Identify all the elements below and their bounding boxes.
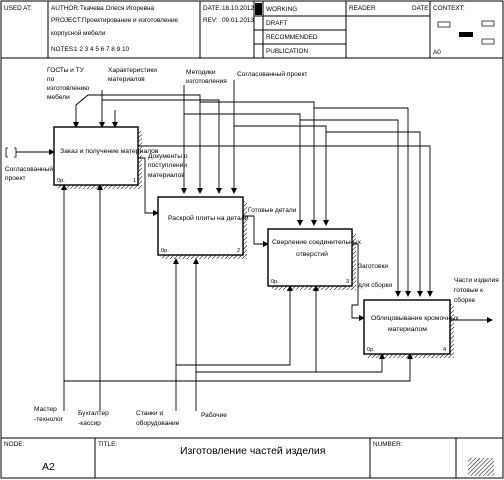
box-2-title: Раскрой плиты на детали bbox=[168, 214, 249, 222]
number-label: NUMBER: bbox=[373, 441, 403, 448]
label-characteristics-1: Характеристики bbox=[108, 67, 157, 74]
arrow-project-box3 bbox=[234, 125, 329, 226]
box-3-cost: 0р. bbox=[271, 279, 279, 285]
box-4-title-line2: материалом bbox=[388, 326, 427, 333]
label-machines-2: оборудование bbox=[136, 419, 180, 427]
arrow-ready-parts bbox=[243, 215, 269, 247]
label-methods-2: изготовления bbox=[186, 78, 227, 85]
notes-value: 1 2 3 4 5 6 7 8 9 10 bbox=[74, 46, 130, 53]
label-accountant-1: Бухгалтер bbox=[78, 410, 109, 417]
label-docs-1: Документы о bbox=[148, 153, 188, 160]
arrow-gost-box2 bbox=[75, 94, 203, 194]
reader-label: READER bbox=[349, 5, 376, 12]
arrows bbox=[16, 80, 493, 411]
arrow-gost-box4 bbox=[314, 107, 411, 297]
box-3-title-line2: отверстий bbox=[296, 250, 328, 258]
arrow-gost-box3 bbox=[200, 101, 317, 226]
arrow-machines-box3 bbox=[176, 285, 293, 366]
working-status-marker bbox=[255, 3, 262, 15]
box-1-title: Заказ и получение материалов bbox=[60, 148, 159, 155]
arrow-characteristics-box2 bbox=[102, 99, 222, 194]
label-master-2: -технолог bbox=[34, 416, 64, 423]
project-value-line2: корпусной мебели bbox=[51, 29, 106, 37]
label-gost-4: мебели bbox=[47, 93, 70, 101]
box-4-cost: 0р. bbox=[367, 347, 375, 353]
project-value-line1: Проектирование и изготовление bbox=[82, 17, 179, 24]
label-docs-2: поступлении bbox=[148, 162, 187, 169]
context-label: CONTEXT: bbox=[433, 5, 465, 12]
label-blanks-2: для сборки bbox=[358, 281, 392, 289]
label-docs-3: материалов bbox=[148, 172, 185, 179]
label-output-2: готовые к bbox=[454, 287, 483, 294]
activity-box-2[interactable]: Раскрой плиты на детали 0р. 2 bbox=[157, 196, 249, 259]
arrow-methods-box4 bbox=[300, 119, 401, 297]
author-value: Ткачева Олеся Игоревна bbox=[80, 5, 154, 12]
label-ready-parts: Готовые детали bbox=[248, 207, 297, 214]
label-machines-1: Станки и bbox=[136, 410, 163, 417]
date-value: 18.10.2012 bbox=[222, 5, 254, 12]
label-methods-1: Методики bbox=[186, 69, 216, 76]
arrow-project-box4 bbox=[326, 131, 423, 297]
footer-hatch bbox=[468, 458, 494, 476]
box-3-number: 3 bbox=[346, 279, 349, 285]
label-accountant-2: -кассир bbox=[78, 420, 101, 427]
arrow-labels: ГОСТы и ТУ по изготовлению мебели Характ… bbox=[5, 67, 499, 427]
label-output-1: Части изделия bbox=[454, 277, 499, 284]
status-publication: PUBLICATION bbox=[266, 48, 309, 55]
rev-value: 09.01.2013 bbox=[222, 17, 254, 24]
project-label: PROJECT: bbox=[51, 17, 82, 24]
context-node: A0 bbox=[433, 49, 441, 56]
date-column-label: DATE bbox=[412, 5, 429, 12]
label-blanks-1: Заготовки bbox=[358, 263, 388, 270]
diagram-title: Изготовление частей изделия bbox=[180, 445, 325, 457]
label-gost-1: ГОСТы и ТУ bbox=[47, 67, 85, 74]
status-recommended: RECOMMENDED bbox=[266, 34, 318, 41]
arrow-blanks bbox=[351, 243, 365, 321]
label-characteristics-2: материалов bbox=[108, 76, 145, 83]
box-3-title-line1: Сверление соединительных bbox=[272, 239, 362, 246]
arrow-docs-box4 bbox=[138, 145, 433, 297]
activity-box-1[interactable]: Заказ и получение материалов 0р. 1 bbox=[53, 126, 159, 189]
arrow-workers-box3 bbox=[196, 285, 319, 373]
label-workers: Рабочие bbox=[201, 411, 227, 419]
activity-box-3[interactable]: Сверление соединительных отверстий 0р. 3 bbox=[267, 228, 362, 290]
activity-box-4[interactable]: Облицовывание кромочных материалом 0р. 4 bbox=[363, 299, 459, 358]
box-4-number: 4 bbox=[443, 347, 446, 353]
box-1-cost: 0р. bbox=[57, 178, 65, 184]
box-2-number: 2 bbox=[237, 248, 240, 254]
notes-label: NOTES: bbox=[51, 46, 75, 53]
label-project: Согласованный проект bbox=[237, 70, 307, 78]
arrow-methods-box3 bbox=[184, 113, 303, 226]
label-master-1: Мастер bbox=[34, 406, 57, 413]
date-label: DATE: bbox=[203, 5, 222, 12]
box-4-title-line1: Облицовывание кромочных bbox=[371, 314, 459, 322]
label-gost-2: по bbox=[47, 76, 55, 83]
label-input-project-1: Согласованный bbox=[5, 165, 53, 173]
box-2-cost: 0р. bbox=[161, 248, 169, 254]
author-label: AUTHOR: bbox=[51, 5, 80, 12]
used-at-label: USED AT: bbox=[4, 5, 32, 12]
footer: NODE: A2 TITLE: Изготовление частей изде… bbox=[1, 437, 503, 478]
arrow-workers-box4 bbox=[316, 353, 385, 373]
label-input-project-2: проект bbox=[5, 175, 26, 182]
title-label: TITLE: bbox=[98, 441, 117, 448]
label-gost-3: изготовлению bbox=[47, 85, 89, 92]
input-tunnel-icon bbox=[5, 147, 17, 158]
node-value: A2 bbox=[42, 461, 55, 473]
arrow-master-box4 bbox=[64, 353, 413, 382]
header: USED AT: AUTHOR: Ткачева Олеся Игоревна … bbox=[1, 1, 503, 59]
status-draft: DRAFT bbox=[266, 20, 287, 27]
status-working: WORKING bbox=[266, 6, 297, 13]
label-output-3: сборке bbox=[454, 296, 475, 304]
node-label: NODE: bbox=[4, 441, 24, 448]
rev-label: REV: bbox=[203, 17, 218, 24]
box-1-number: 1 bbox=[133, 178, 136, 184]
context-thumbnail bbox=[437, 20, 495, 45]
